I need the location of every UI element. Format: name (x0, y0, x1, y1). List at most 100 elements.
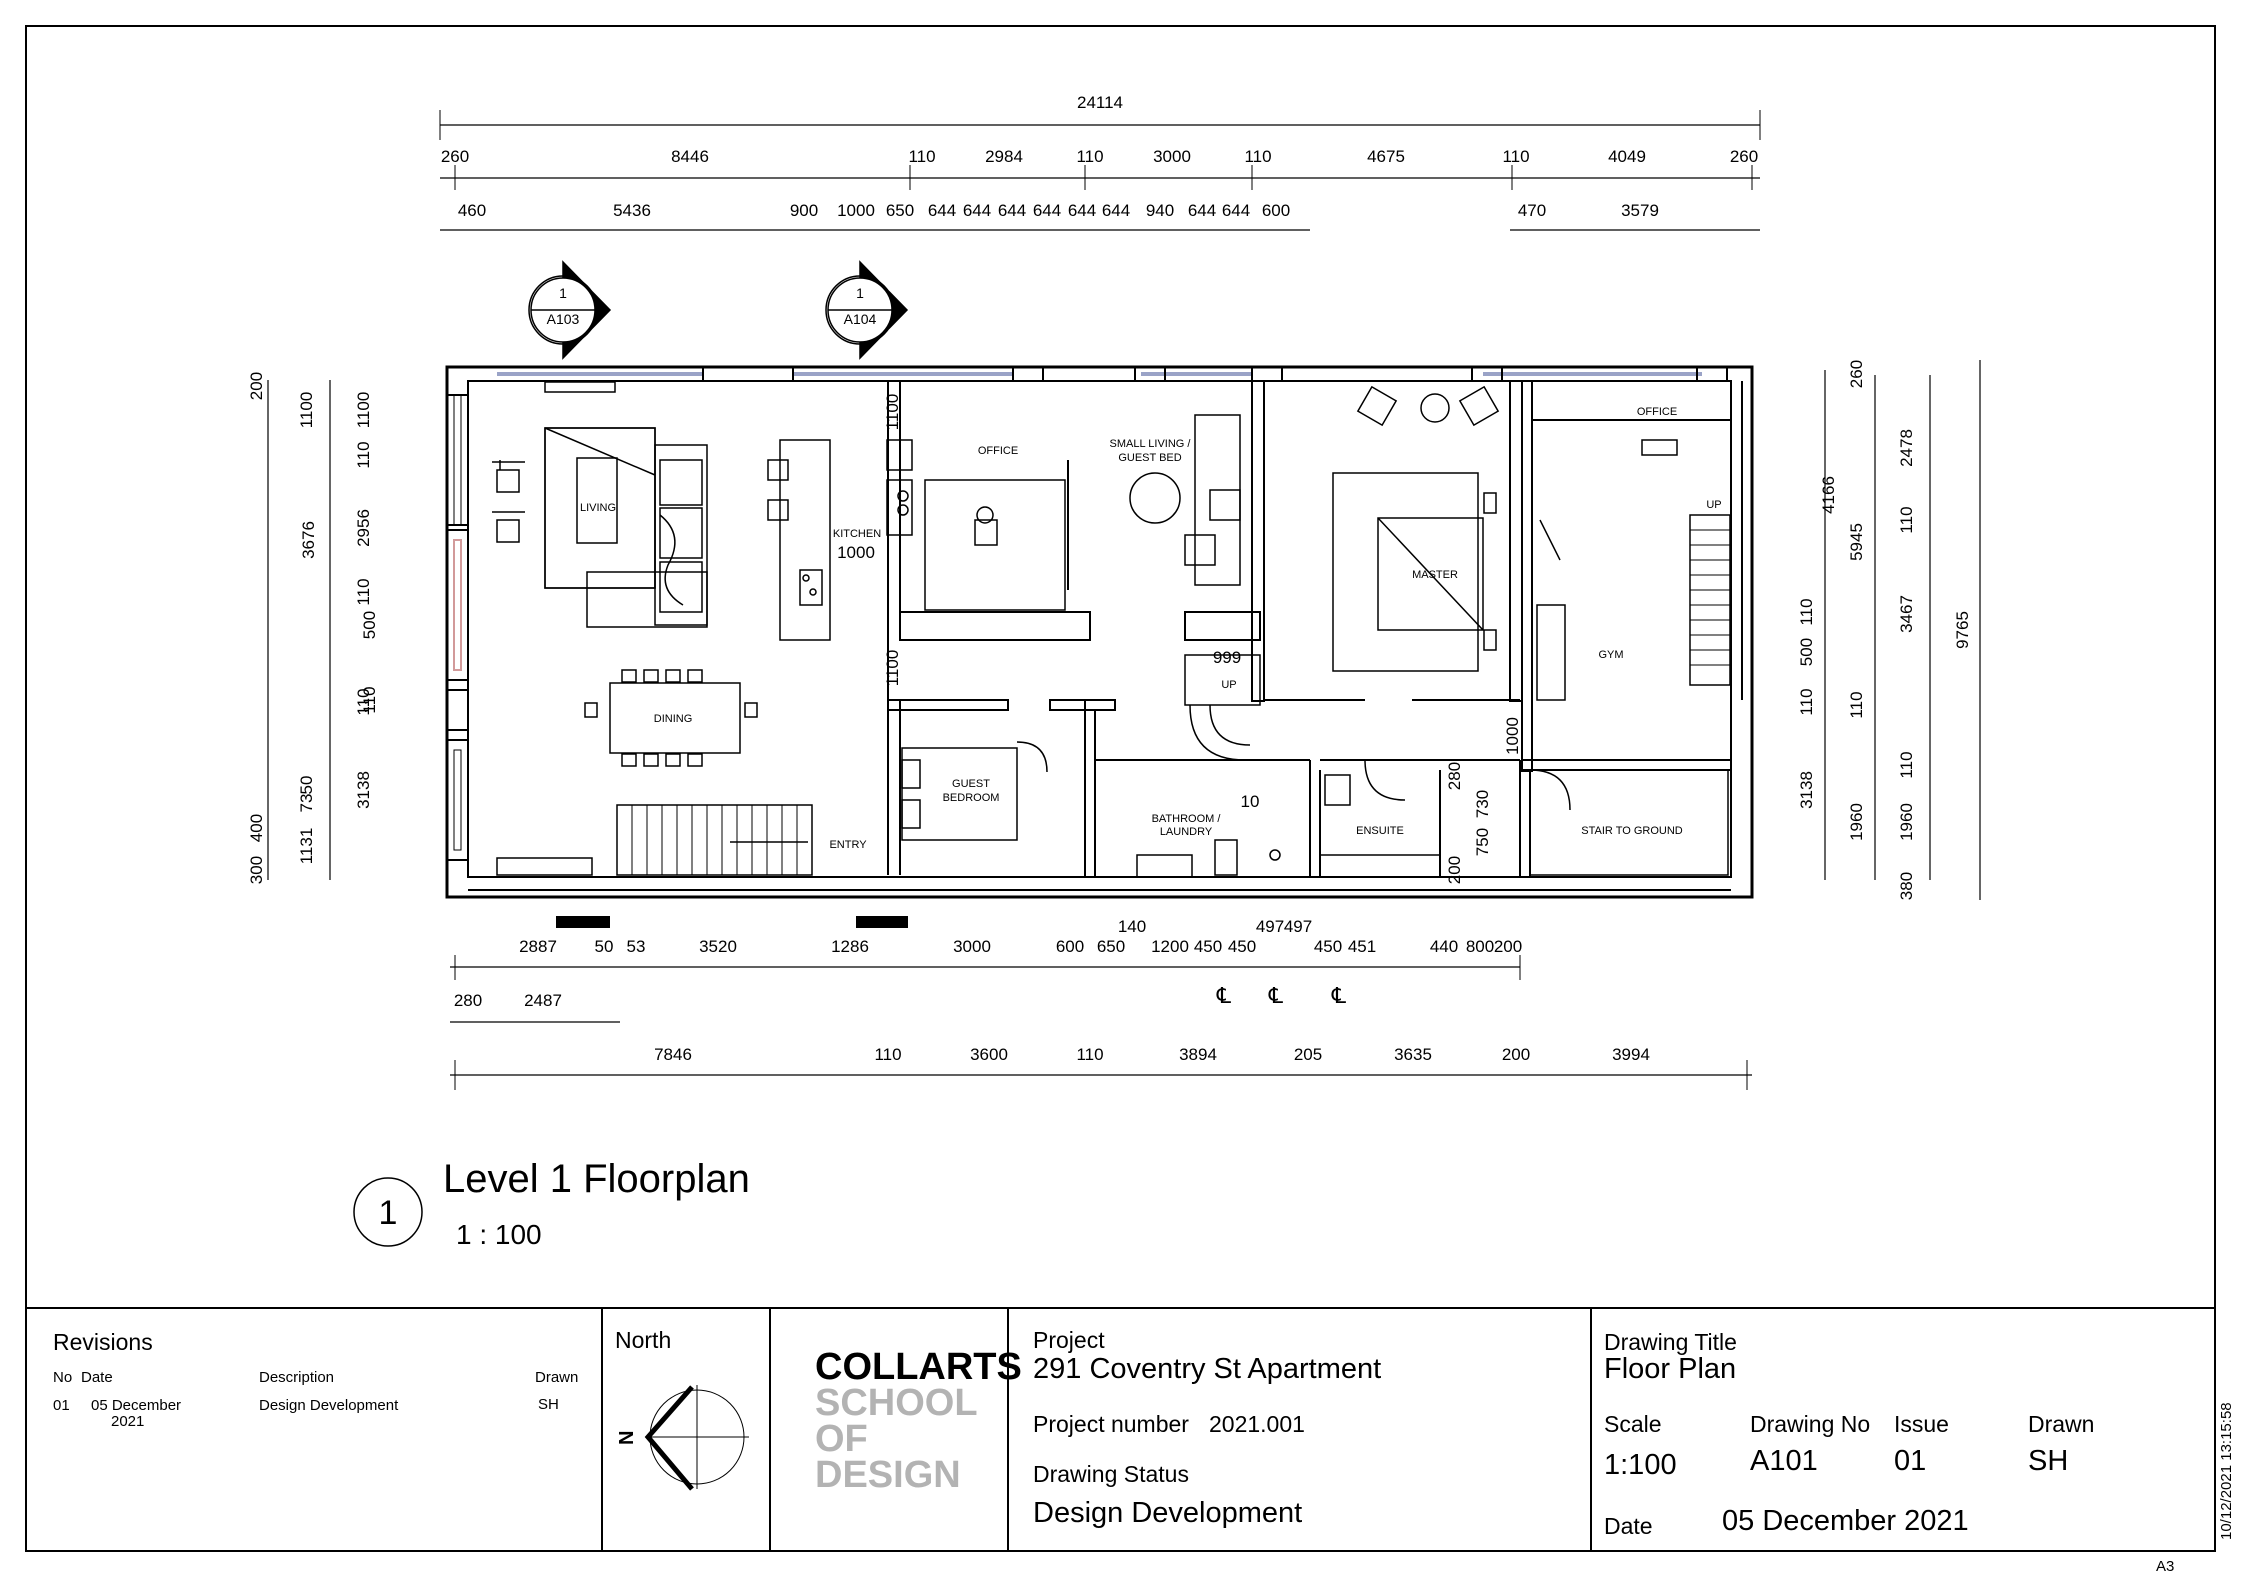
section-marker-2-sheet: A104 (844, 311, 877, 327)
dimension-label: 3579 (1621, 201, 1659, 220)
stair-dimension: 999 (1213, 648, 1241, 667)
dimension-label: 3676 (299, 521, 318, 559)
logo-cell: COLLARTS SCHOOL OF DESIGN (769, 1307, 1022, 1552)
dimension-labels-top: 24114 (1077, 93, 1123, 112)
dimension-label: 110 (1076, 1045, 1103, 1064)
dimension-label: 4166 (1819, 476, 1838, 514)
centerline-symbol-1: ℄ (1216, 983, 1232, 1008)
dimension-label: 3600 (970, 1045, 1008, 1064)
dimension-label: 644 (1068, 201, 1096, 220)
dimension-label: 1000 (837, 201, 875, 220)
dimension-label: 205 (1294, 1045, 1322, 1064)
room-label-laundry: LAUNDRY (1160, 826, 1213, 838)
room-label-bathroom: BATHROOM / (1152, 813, 1222, 825)
room-label-stair-to-ground: STAIR TO GROUND (1581, 825, 1683, 837)
date-value: 05 December 2021 (1722, 1505, 1969, 1537)
dimension-label: 110 (1797, 598, 1816, 625)
north-cell: North N (601, 1307, 769, 1552)
room-label-ensuite: ENSUITE (1356, 825, 1404, 837)
issue-value: 01 (1894, 1445, 1927, 1477)
dimension-label: 2478 (1897, 429, 1916, 467)
project-label: Project (1033, 1327, 1105, 1353)
dimension-label: 497 (1284, 917, 1312, 936)
room-label-master: MASTER (1412, 569, 1458, 581)
title-block: Revisions No Date Description Drawn 01 0… (25, 1307, 2216, 1552)
dimension-label: 110 (354, 688, 373, 715)
revisions-heading: Revisions (53, 1329, 153, 1355)
dimension-label: 200 (247, 372, 266, 400)
centerline-symbol-3: ℄ (1331, 983, 1347, 1008)
dimension-label: 110 (354, 578, 373, 605)
title-block-top-rule (25, 1307, 2216, 1309)
dimension-label: 3000 (953, 937, 991, 956)
dimension-label: 470 (1518, 201, 1546, 220)
dimension-label: 750 (1473, 828, 1492, 856)
gym-stair-up-label: UP (1706, 499, 1721, 511)
dimension-label: 3520 (699, 937, 737, 956)
dimension-label: 200 (1502, 1045, 1530, 1064)
dimension-label: 3894 (1179, 1045, 1217, 1064)
room-label-kitchen: KITCHEN (833, 528, 881, 540)
dimension-label: 260 (441, 147, 469, 166)
room-label-living: LIVING (580, 502, 616, 514)
issue-label: Issue (1894, 1411, 1949, 1437)
dimension-label: 3635 (1394, 1045, 1432, 1064)
dimension-label: 1286 (831, 937, 869, 956)
scale-label: Scale (1604, 1411, 1662, 1437)
project-number-label: Project number (1033, 1411, 1189, 1437)
revision-row-no: 01 (53, 1397, 70, 1414)
dimension-label: 110 (1897, 751, 1916, 778)
dimension-label: 110 (360, 686, 379, 713)
dimension-label: 644 (1222, 201, 1250, 220)
dimension-label: 1960 (1897, 803, 1916, 841)
dimension-label: 5945 (1847, 523, 1866, 561)
drawing-title-label: Drawing Title (1604, 1329, 1737, 1355)
dimension-label: 50 (297, 776, 316, 795)
dimension-label: 1100 (297, 392, 316, 429)
dimension-label: 380 (1897, 872, 1916, 900)
drawing-status: Design Development (1033, 1497, 1303, 1529)
dimension-label: 497 (1256, 917, 1284, 936)
dimension-label: 280 (1445, 762, 1464, 790)
dimension-label: 260 (1847, 360, 1866, 388)
room-label-guest: GUEST (952, 778, 990, 790)
dimension-label: 200 (1445, 856, 1464, 884)
dimension-label: 3138 (1797, 771, 1816, 809)
dimension-label: 450 (1194, 937, 1222, 956)
drawing-status-label: Drawing Status (1033, 1461, 1189, 1487)
revision-row-description: Design Development (259, 1397, 399, 1414)
scale-value: 1:100 (1604, 1449, 1677, 1481)
dimension-label: 500 (1797, 638, 1816, 666)
dimension-label: 1100 (354, 392, 373, 429)
revision-row-date: 05 December (91, 1397, 182, 1414)
dimension-label: 644 (1188, 201, 1216, 220)
dimension-label: 110 (1897, 506, 1916, 533)
dimension-label: 3467 (1897, 595, 1916, 633)
room-label-office: OFFICE (978, 445, 1018, 457)
small-dimension: 10 (1241, 792, 1260, 811)
dimension-label: 644 (1102, 201, 1130, 220)
dimension-label: 800 (1466, 937, 1494, 956)
dimension-label: 460 (458, 201, 486, 220)
dimension-label: 600 (1262, 201, 1290, 220)
dimension-label: 110 (1076, 147, 1103, 166)
dimension-label: 140 (1118, 917, 1146, 936)
dimension-label: 644 (998, 201, 1026, 220)
room-label-entry: ENTRY (829, 839, 867, 851)
logo-design: DESIGN (815, 1454, 961, 1496)
dimension-label: 7846 (654, 1045, 692, 1064)
logo-collarts: COLLARTS (815, 1346, 1022, 1388)
dimension-label: 400 (247, 814, 266, 842)
dimension-label: 2956 (354, 509, 373, 547)
view-number: 1 (379, 1194, 398, 1232)
room-label-bedroom: BEDROOM (943, 792, 1000, 804)
dimension-label: 5436 (613, 201, 651, 220)
drawing-sheet-border (25, 25, 2216, 1552)
north-letter: N (616, 1431, 638, 1445)
project-number: 2021.001 (1209, 1411, 1305, 1437)
drawn-value: SH (2028, 1445, 2069, 1477)
dimension-label: 650 (886, 201, 914, 220)
dimension-label: 3994 (1612, 1045, 1650, 1064)
dimension-label: 1100 (883, 394, 902, 431)
dimension-label: 644 (963, 201, 991, 220)
